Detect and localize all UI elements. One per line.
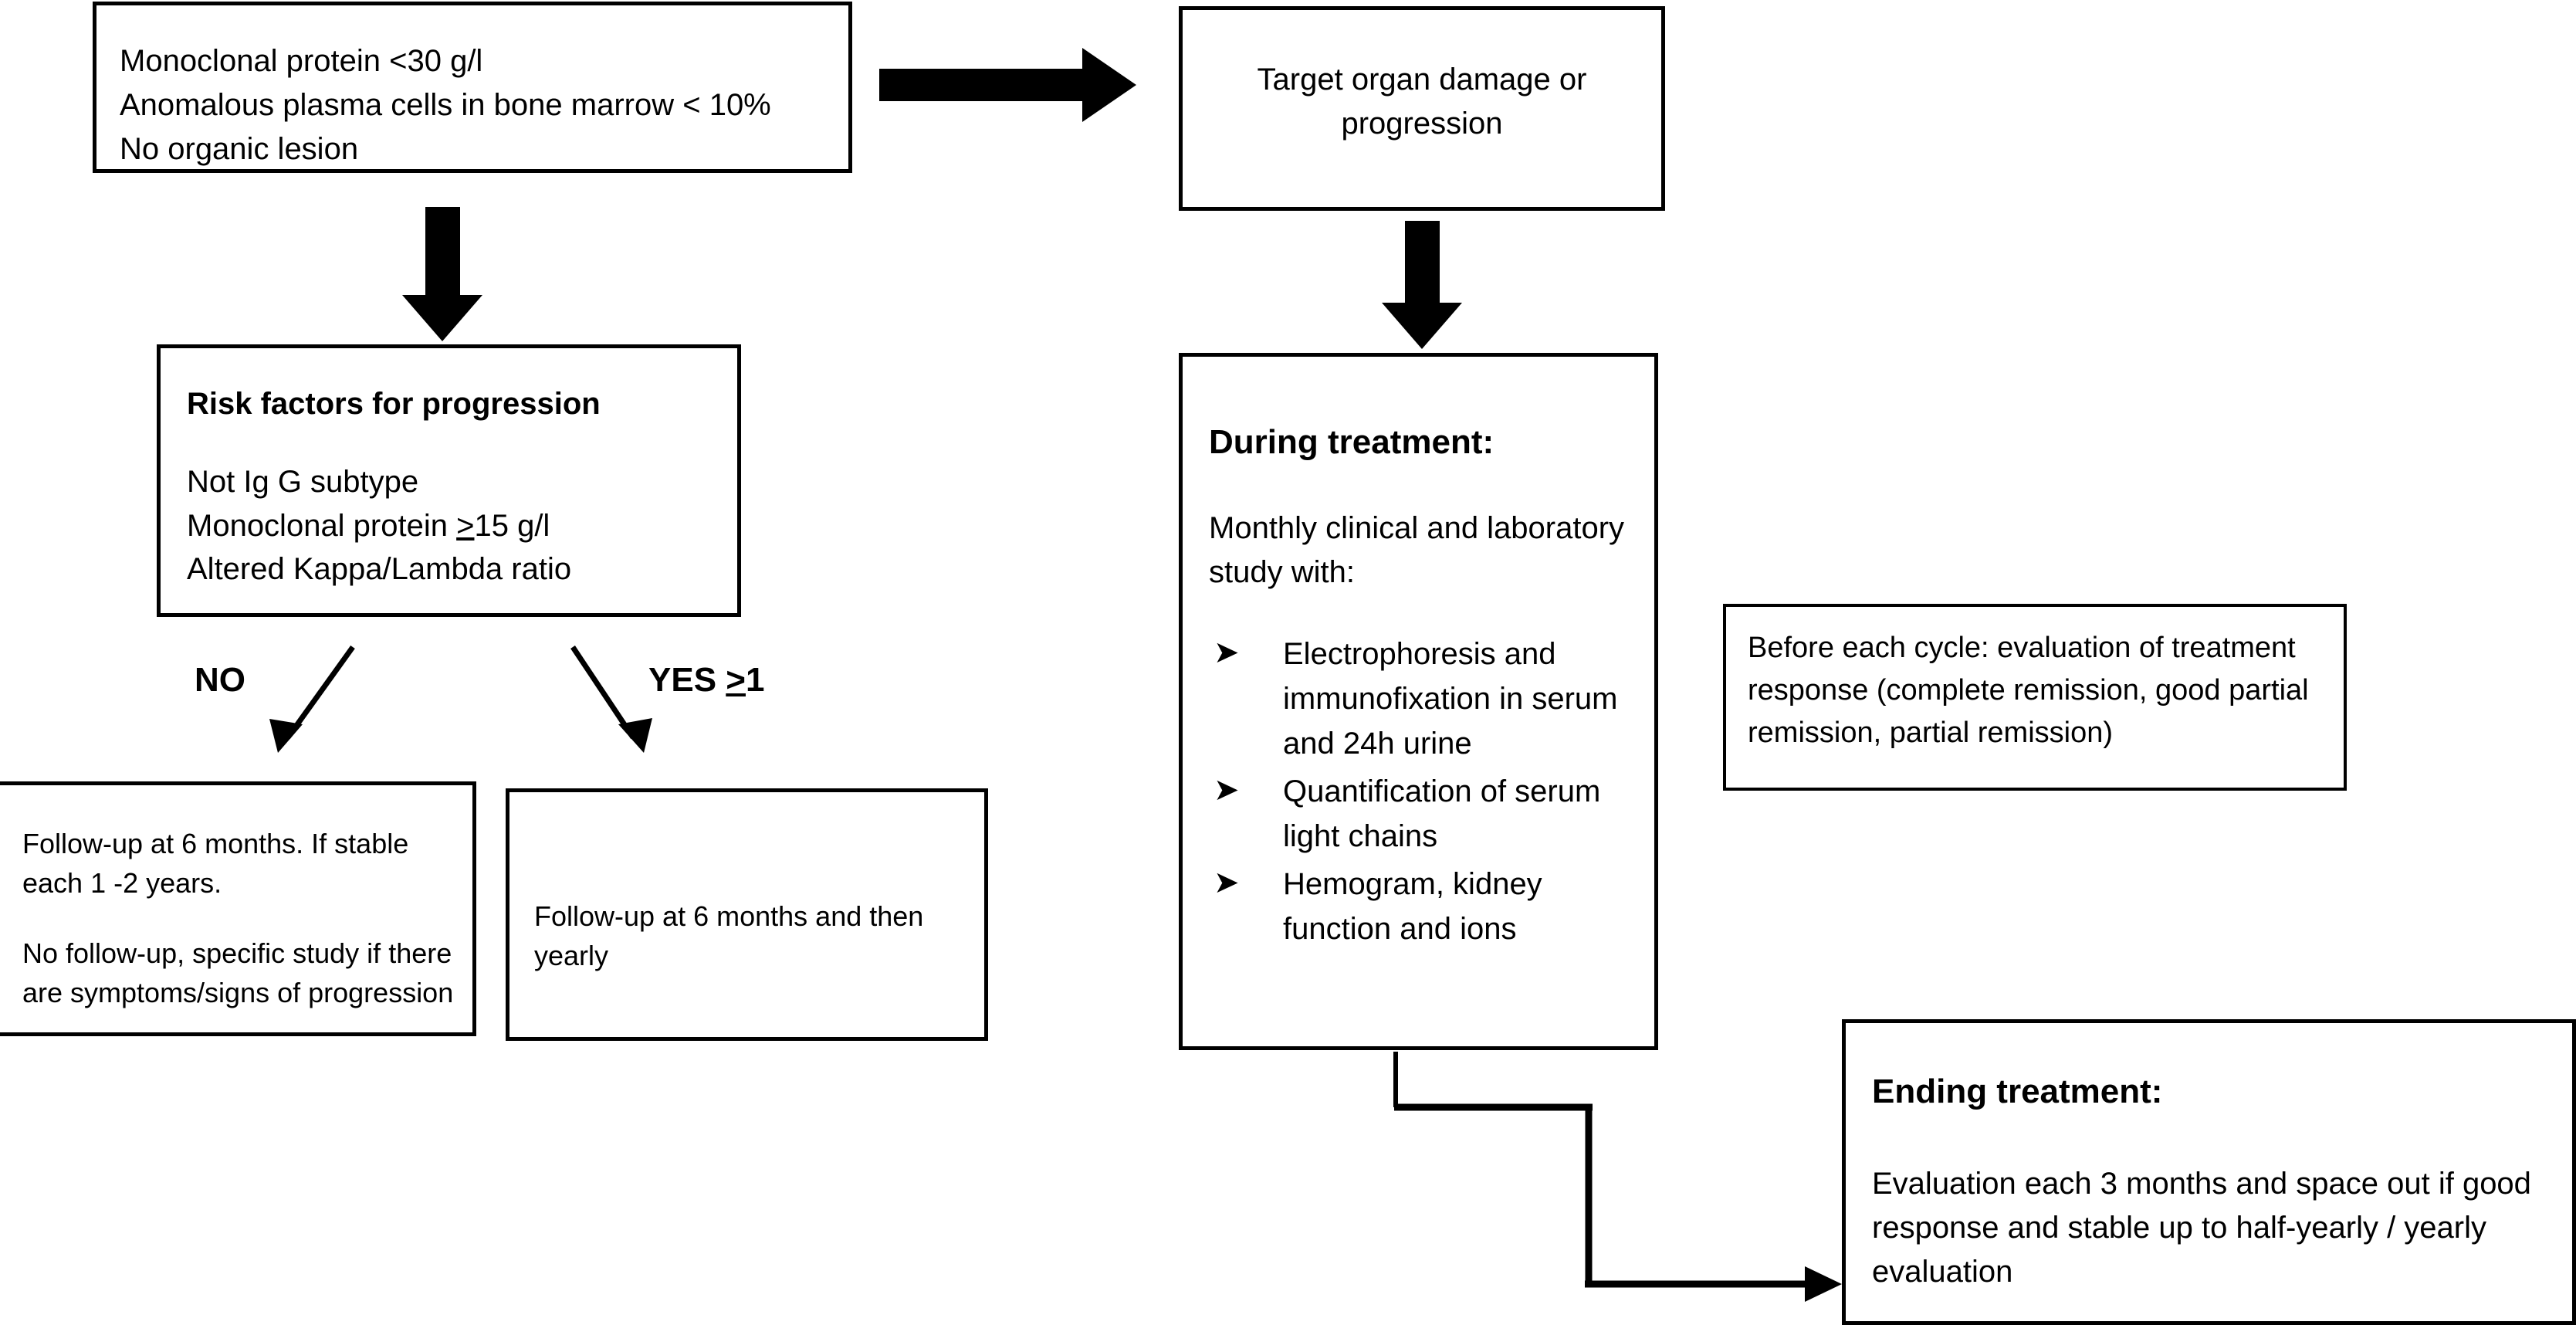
box-target-organ: Target organ damage or progression [1179, 6, 1665, 211]
bullet-text: Quantification of serum light chains [1283, 774, 1601, 854]
box-before-each-cycle: Before each cycle: evaluation of treatme… [1723, 604, 2347, 791]
box-risk-factors: Risk factors for progression Not Ig G su… [157, 344, 741, 617]
greater-equal-symbol-icon: > [456, 508, 475, 543]
risk-factor-item-3: Altered Kappa/Lambda ratio [187, 552, 572, 587]
followup-yes-para-1: Follow-up at 6 months and then yearly [534, 900, 924, 972]
box-followup-no: Follow-up at 6 months. If stable each 1 … [0, 781, 476, 1036]
edge-label-yes-suffix: 1 [745, 661, 765, 699]
greater-equal-symbol-icon: > [726, 661, 746, 699]
block-arrow-down-icon [1382, 221, 1462, 349]
block-arrow-right-icon [879, 48, 1136, 122]
criteria-line-1: Monoclonal protein <30 g/l [120, 44, 483, 78]
bullet-text: Hemogram, kidney function and ions [1283, 867, 1542, 947]
target-organ-line-2: progression [1341, 106, 1503, 141]
thin-arrow-down-left-icon [269, 645, 355, 753]
edge-label-yes: YES >1 [648, 661, 764, 700]
arrow-bullet-icon: ➤ [1214, 635, 1240, 670]
thin-arrow-down-right-icon [570, 646, 652, 753]
risk-factor-item-1: Not Ig G subtype [187, 464, 419, 499]
risk-factor-item-2-suffix: 15 g/l [474, 508, 550, 543]
edge-label-yes-prefix: YES [648, 661, 726, 699]
list-item: ➤ Electrophoresis and immunofixation in … [1209, 632, 1637, 766]
elbow-arrow-right-icon [1393, 1052, 1842, 1302]
target-organ-line-1: Target organ damage or [1257, 63, 1587, 97]
followup-no-para-2: No follow-up, specific study if there ar… [22, 937, 454, 1009]
during-treatment-intro: Monthly clinical and laboratory study wi… [1209, 511, 1625, 590]
risk-factor-item-2-prefix: Monoclonal protein [187, 508, 457, 543]
box-criteria: Monoclonal protein <30 g/l Anomalous pla… [93, 2, 852, 173]
followup-no-para-1: Follow-up at 6 months. If stable each 1 … [22, 828, 409, 900]
ending-treatment-heading: Ending treatment: [1872, 1073, 2163, 1110]
bullet-text: Electrophoresis and immunofixation in se… [1283, 637, 1618, 761]
list-item: ➤ Quantification of serum light chains [1209, 769, 1637, 859]
arrow-bullet-icon: ➤ [1214, 773, 1240, 808]
list-item: ➤ Hemogram, kidney function and ions [1209, 862, 1637, 951]
risk-factors-heading: Risk factors for progression [187, 387, 601, 421]
box-during-treatment: During treatment: Monthly clinical and l… [1179, 353, 1658, 1050]
block-arrow-down-icon [402, 207, 482, 341]
risk-factor-item-2: Monoclonal protein >15 g/l [187, 504, 719, 548]
box-followup-yes: Follow-up at 6 months and then yearly [506, 788, 988, 1041]
during-treatment-heading: During treatment: [1209, 423, 1494, 461]
criteria-line-2: Anomalous plasma cells in bone marrow < … [120, 87, 771, 122]
during-treatment-bullet-list: ➤ Electrophoresis and immunofixation in … [1209, 632, 1637, 951]
criteria-line-3: No organic lesion [120, 131, 359, 166]
arrow-bullet-icon: ➤ [1214, 866, 1240, 900]
ending-treatment-text: Evaluation each 3 months and space out i… [1872, 1167, 2531, 1289]
before-each-cycle-text: Before each cycle: evaluation of treatme… [1748, 632, 2309, 750]
edge-label-no: NO [195, 661, 245, 699]
box-ending-treatment: Ending treatment: Evaluation each 3 mont… [1842, 1019, 2576, 1325]
